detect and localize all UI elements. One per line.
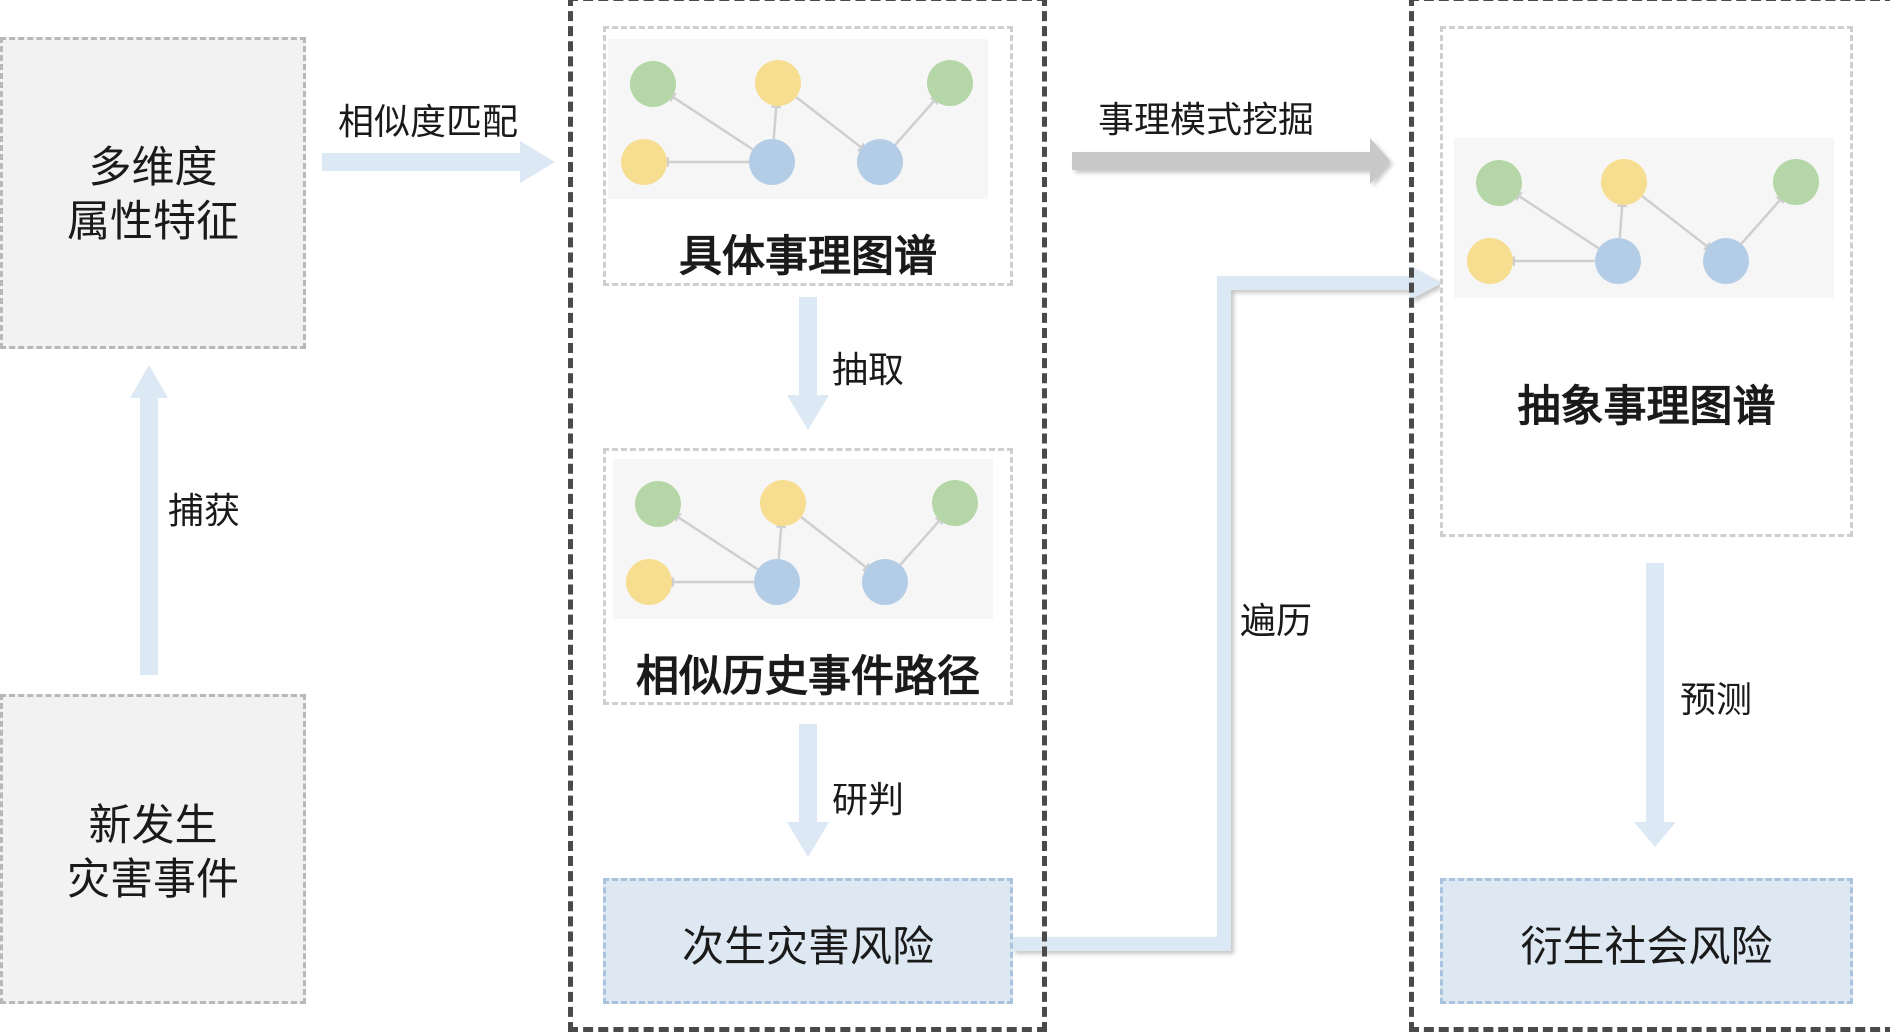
blue-node-center xyxy=(754,559,800,605)
predict-label: 预测 xyxy=(1680,680,1753,721)
abstract-graph-title: 抽象事理图谱 xyxy=(1517,382,1776,432)
judge-arrow xyxy=(787,724,829,857)
green-node-left xyxy=(630,61,676,107)
mining-label: 事理模式挖掘 xyxy=(1098,100,1315,141)
match-arrow xyxy=(322,141,555,183)
predict-arrow xyxy=(1634,563,1676,847)
new-event-line1: 新发生 xyxy=(88,801,218,851)
traverse-connector xyxy=(1012,266,1442,951)
yellow-node-top xyxy=(755,60,801,106)
graph-edge xyxy=(795,96,862,148)
yellow-node-left xyxy=(626,559,672,605)
blue-node-right xyxy=(862,559,908,605)
blue-node-right xyxy=(1703,238,1749,284)
graph-edge xyxy=(1519,195,1600,250)
secondary-risk-box[interactable] xyxy=(603,878,1013,1004)
extract-arrow xyxy=(787,297,829,430)
mining-arrow xyxy=(1072,138,1390,184)
graph-edge xyxy=(678,516,759,571)
graph-edge xyxy=(800,516,867,568)
attributes-box xyxy=(0,37,306,349)
graph-edge xyxy=(777,527,783,560)
blue-node-center xyxy=(749,139,795,185)
graph-edge xyxy=(772,107,778,140)
yellow-node-top xyxy=(760,480,806,526)
graph-edge xyxy=(894,100,935,146)
graph-background xyxy=(613,459,993,619)
new-event-line2: 灾害事件 xyxy=(67,855,239,905)
blue-node-right xyxy=(857,139,903,185)
judge-label: 研判 xyxy=(832,780,905,821)
attributes-line2: 属性特征 xyxy=(67,197,239,247)
green-node-right xyxy=(1773,159,1819,205)
yellow-node-top xyxy=(1601,159,1647,205)
green-node-right xyxy=(927,60,973,106)
graph-edge xyxy=(673,96,754,151)
traverse-label: 遍历 xyxy=(1240,601,1313,642)
attributes-line1: 多维度 xyxy=(88,143,218,193)
graph-edge xyxy=(1641,195,1708,247)
green-node-left xyxy=(1476,160,1522,206)
extract-label: 抽取 xyxy=(832,350,905,391)
blue-node-center xyxy=(1595,238,1641,284)
similar-path-title: 相似历史事件路径 xyxy=(636,652,980,702)
yellow-node-left xyxy=(621,139,667,185)
concrete-graph-title: 具体事理图谱 xyxy=(679,232,937,282)
match-label: 相似度匹配 xyxy=(338,102,519,143)
graph-edge xyxy=(1618,206,1624,239)
green-node-left xyxy=(635,481,681,527)
derived-risk-box[interactable] xyxy=(1440,878,1853,1004)
green-node-right xyxy=(932,480,978,526)
graph-background xyxy=(1454,138,1834,298)
graph-background xyxy=(608,39,988,199)
capture-arrow xyxy=(130,365,168,675)
yellow-node-left xyxy=(1467,238,1513,284)
capture-label: 捕获 xyxy=(168,491,241,532)
new-event-box xyxy=(0,694,306,1004)
derived-risk-label: 衍生社会风险 xyxy=(1520,922,1773,971)
graph-edge xyxy=(1740,199,1781,245)
secondary-risk-label: 次生灾害风险 xyxy=(681,922,934,971)
graph-edge xyxy=(899,520,940,566)
